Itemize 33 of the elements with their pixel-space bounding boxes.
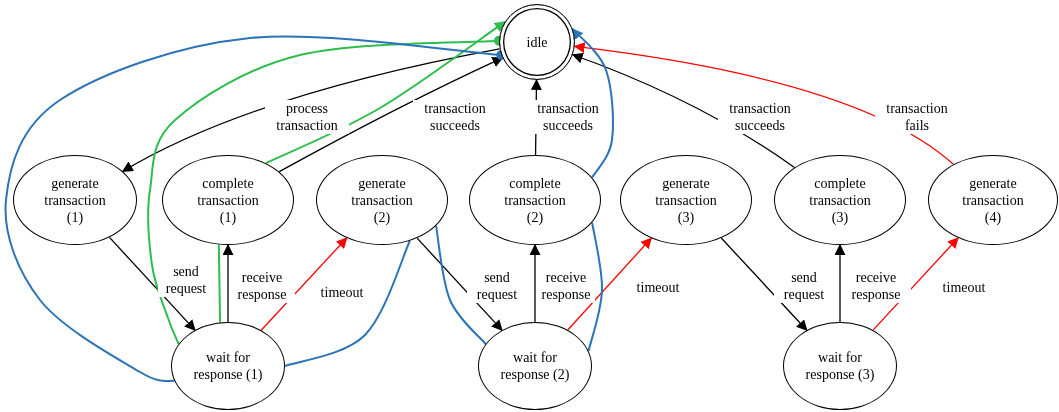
state-label: idle <box>525 33 549 51</box>
transition-arrow <box>834 243 846 323</box>
state-label: generate transaction (1) <box>43 174 107 226</box>
transition-arrow <box>529 243 541 323</box>
state-label: generate transaction (2) <box>350 174 414 226</box>
highlighted-path-line <box>587 221 603 352</box>
transition-arrow <box>278 57 504 173</box>
highlighted-path-line <box>571 28 614 179</box>
transition-arrow <box>222 243 234 323</box>
highlighted-path-line <box>217 243 222 324</box>
state-label: complete transaction (3) <box>808 174 872 226</box>
state-label: wait for response (2) <box>499 349 571 383</box>
highlighted-path-line <box>264 20 506 165</box>
transition-arrow <box>121 48 501 172</box>
transition-arrow <box>571 53 796 169</box>
state-double-circle <box>499 4 575 80</box>
transition-arrow <box>573 42 955 165</box>
transition-arrow <box>567 237 652 331</box>
state-label: generate transaction (4) <box>961 174 1025 226</box>
transition-arrow <box>416 237 503 331</box>
transition-arrow <box>108 236 196 331</box>
state-label: generate transaction (3) <box>654 174 718 226</box>
state-label: wait for response (1) <box>192 349 264 383</box>
edge-label: transaction succeeds <box>535 100 601 134</box>
highlighted-path-line <box>284 239 411 367</box>
transition-arrow <box>872 237 959 331</box>
highlighted-path-line <box>435 224 487 345</box>
state-label: complete transaction (1) <box>196 174 260 226</box>
state-label: wait for response (3) <box>804 349 876 383</box>
transition-arrow <box>260 237 348 331</box>
edge-label: process transaction <box>265 100 349 134</box>
transition-arrow <box>720 237 808 332</box>
state-label: complete transaction (2) <box>503 174 567 226</box>
